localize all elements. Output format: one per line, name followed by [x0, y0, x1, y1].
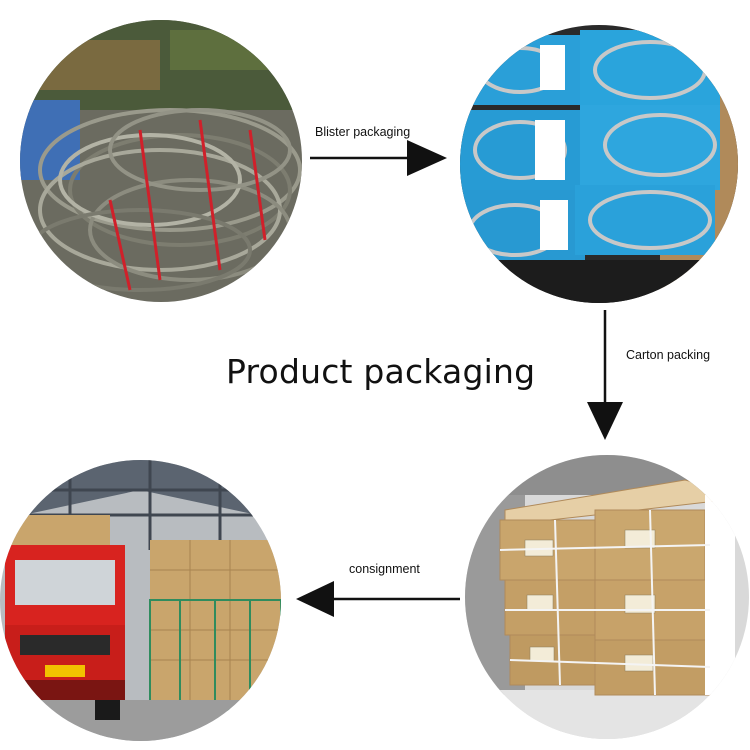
page-title: Product packaging [226, 352, 536, 391]
consignment-label: consignment [349, 562, 420, 576]
arrow-left-icon [296, 581, 460, 617]
carton-packing-label: Carton packing [626, 348, 711, 362]
arrow-down-icon [587, 310, 623, 440]
arrow-right-icon [310, 140, 447, 176]
blister-packaging-label: Blister packaging [315, 125, 411, 139]
